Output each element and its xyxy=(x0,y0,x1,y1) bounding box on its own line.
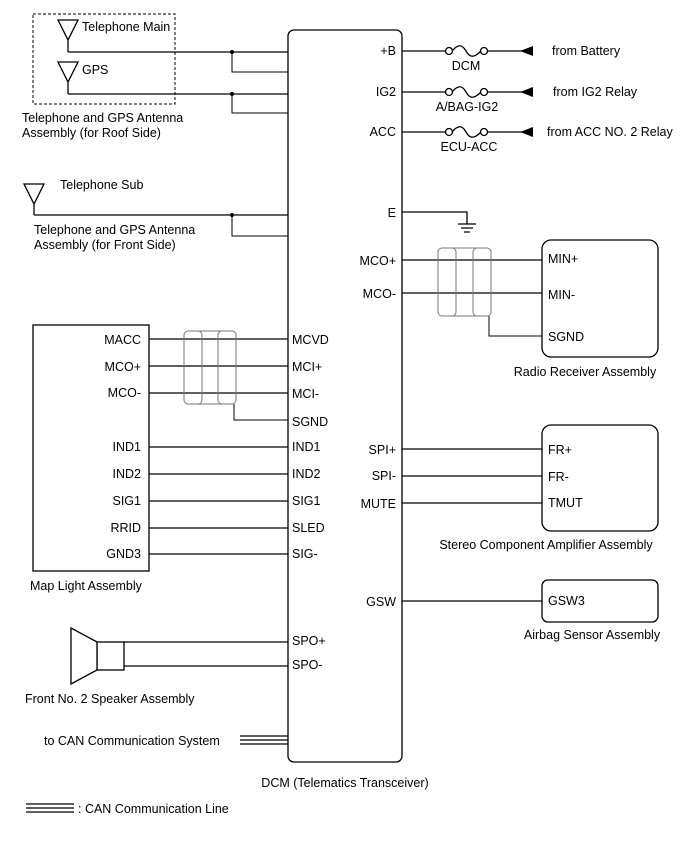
dcm-pin-sig1: SIG1 xyxy=(292,494,321,508)
dcm-pin-e: E xyxy=(388,206,396,220)
shielded-cable-icon xyxy=(183,330,237,405)
front-antenna-name-2: Assembly (for Front Side) xyxy=(34,238,176,252)
map-light-unit xyxy=(32,324,150,572)
telephone-sub-shield-wire xyxy=(231,215,288,237)
dcm-pin-spi-plus: SPI+ xyxy=(369,443,396,457)
ground-icon xyxy=(458,223,476,233)
telephone-main-label: Telephone Main xyxy=(82,20,170,34)
from-acc-relay-label: from ACC NO. 2 Relay xyxy=(547,125,673,139)
telephone-main-antenna-icon xyxy=(56,19,80,52)
dcm-pin-mco-minus: MCO- xyxy=(363,287,396,301)
can-legend-line-icon xyxy=(26,803,74,813)
speaker-icon xyxy=(70,626,125,686)
speaker-name: Front No. 2 Speaker Assembly xyxy=(25,692,195,706)
map-shield-ground-wire xyxy=(233,404,288,421)
roof-antenna-name-1: Telephone and GPS Antenna xyxy=(22,111,183,125)
junction-dot xyxy=(230,213,234,217)
dcm-pin-mute: MUTE xyxy=(361,497,396,511)
amp-pin-fr-minus: FR- xyxy=(548,470,569,484)
telephone-sub-antenna-icon xyxy=(22,183,46,215)
map-pin-ind2: IND2 xyxy=(113,467,142,481)
fuse-ecu-acc-label: ECU-ACC xyxy=(441,140,498,154)
junction-dot xyxy=(230,92,234,96)
dcm-pin-mci-plus: MCI+ xyxy=(292,360,322,374)
map-pin-gnd3: GND3 xyxy=(106,547,141,561)
gps-antenna-icon xyxy=(56,61,80,94)
fuse-abag-ig2-label: A/BAG-IG2 xyxy=(436,100,499,114)
dcm-pin-mci-minus: MCI- xyxy=(292,387,319,401)
map-pin-macc: MACC xyxy=(104,333,141,347)
gps-shield-wire xyxy=(231,94,288,114)
radio-pin-min-minus: MIN- xyxy=(548,288,575,302)
dcm-pin-acc: ACC xyxy=(370,125,396,139)
dcm-pin-mcvd: MCVD xyxy=(292,333,329,347)
dcm-pin-sled: SLED xyxy=(292,521,325,535)
fuse-dcm-label: DCM xyxy=(452,59,480,73)
from-ig2-relay-label: from IG2 Relay xyxy=(553,85,638,99)
dcm-pin-spi-minus: SPI- xyxy=(372,469,396,483)
arrow-icon xyxy=(520,87,533,97)
arrow-icon xyxy=(520,127,533,137)
telephone-main-shield-wire xyxy=(231,52,288,73)
dcm-pin-spo-minus: SPO- xyxy=(292,658,323,672)
airbag-pin-gsw3: GSW3 xyxy=(548,594,585,608)
junction-dot xyxy=(230,50,234,54)
radio-pin-min-plus: MIN+ xyxy=(548,252,578,266)
dcm-pin-spo-plus: SPO+ xyxy=(292,634,326,648)
stereo-amplifier-unit xyxy=(541,424,659,532)
radio-pin-sgnd: SGND xyxy=(548,330,584,344)
map-light-name: Map Light Assembly xyxy=(30,579,143,593)
map-pin-ind1: IND1 xyxy=(113,440,142,454)
amp-pin-fr-plus: FR+ xyxy=(548,443,572,457)
shielded-cable-icon xyxy=(437,247,492,317)
arrow-icon xyxy=(520,46,533,56)
from-battery-label: from Battery xyxy=(552,44,621,58)
fuse-icon xyxy=(444,86,489,98)
dcm-name: DCM (Telematics Transceiver) xyxy=(261,776,428,790)
radio-shield-ground-wire xyxy=(488,316,542,337)
telephone-sub-label: Telephone Sub xyxy=(60,178,143,192)
front-antenna-name-1: Telephone and GPS Antenna xyxy=(34,223,195,237)
dcm-pin-mco-plus: MCO+ xyxy=(360,254,396,268)
dcm-pin-sgnd: SGND xyxy=(292,415,328,429)
dcm-pin-b: +B xyxy=(380,44,396,58)
fuse-icon xyxy=(444,45,489,57)
airbag-sensor-name: Airbag Sensor Assembly xyxy=(524,628,661,642)
dcm-pin-ig2: IG2 xyxy=(376,85,396,99)
dcm-pin-ind1: IND1 xyxy=(292,440,321,454)
amp-pin-tmut: TMUT xyxy=(548,496,583,510)
map-pin-rrid: RRID xyxy=(110,521,141,535)
roof-antenna-name-2: Assembly (for Roof Side) xyxy=(22,126,161,140)
can-bus-line-icon xyxy=(240,735,288,745)
stereo-amplifier-name: Stereo Component Amplifier Assembly xyxy=(439,538,653,552)
radio-receiver-name: Radio Receiver Assembly xyxy=(514,365,657,379)
can-system-label: to CAN Communication System xyxy=(44,734,220,748)
fuse-icon xyxy=(444,126,489,138)
roof-antenna-dashed-box xyxy=(32,13,176,105)
gps-label: GPS xyxy=(82,63,108,77)
radio-receiver-unit xyxy=(541,239,659,358)
map-pin-mco-plus: MCO+ xyxy=(105,360,141,374)
dcm-unit xyxy=(287,29,403,763)
can-legend-label: : CAN Communication Line xyxy=(78,802,229,816)
ground-wire xyxy=(402,211,468,224)
map-pin-sig1: SIG1 xyxy=(113,494,142,508)
dcm-pin-sig-minus: SIG- xyxy=(292,547,318,561)
dcm-pin-ind2: IND2 xyxy=(292,467,321,481)
map-pin-mco-minus: MCO- xyxy=(108,386,141,400)
dcm-pin-gsw: GSW xyxy=(366,595,396,609)
